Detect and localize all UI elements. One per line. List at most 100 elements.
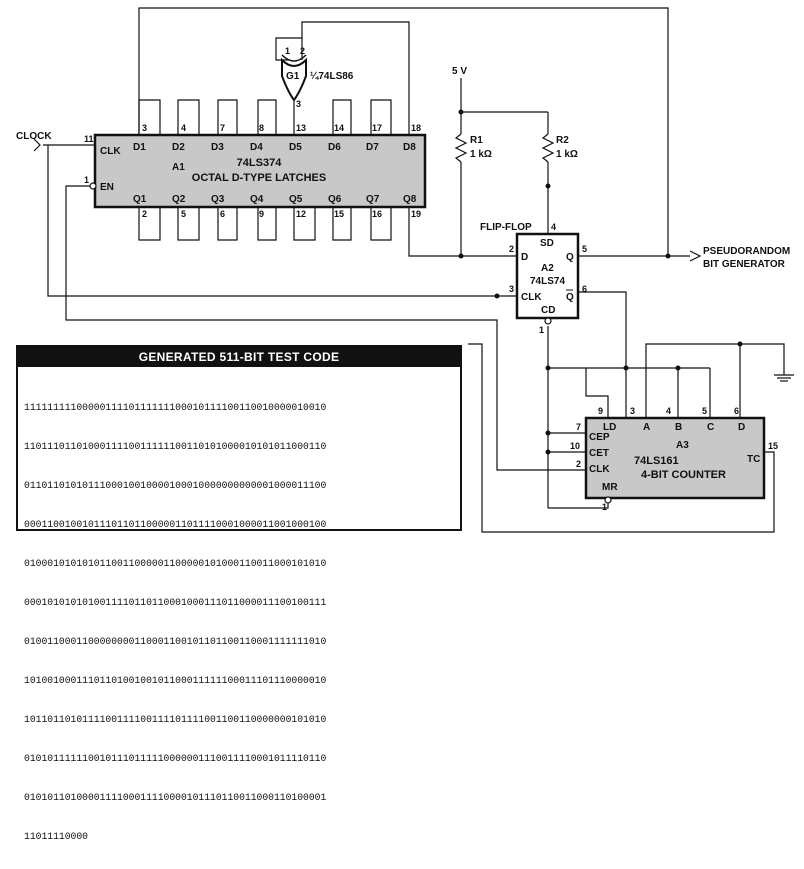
- latch-desc: OCTAL D-TYPE LATCHES: [192, 172, 326, 184]
- latch-d7: D7: [366, 142, 379, 153]
- ff-q-label: Q: [566, 252, 574, 263]
- latch-q7-pin: 16: [372, 209, 382, 219]
- xor-pin1: 1: [285, 46, 290, 56]
- ff-pin-qbar: 6: [582, 284, 587, 294]
- latch-d1: D1: [133, 142, 146, 153]
- ctr-pin-clk: 2: [576, 459, 581, 469]
- latch-q8: Q8: [403, 194, 417, 205]
- ctr-pin-c: 5: [702, 406, 707, 416]
- test-code-title: GENERATED 511-BIT TEST CODE: [18, 347, 460, 367]
- clock-label: CLOCK: [16, 131, 52, 142]
- ctr-pin-tc: 15: [768, 441, 778, 451]
- ff-d-label: D: [521, 252, 528, 263]
- latch-chip: 11 1 CLK EN A1 74LS374 OCTAL D-TYPE LATC…: [84, 123, 427, 219]
- latch-q1-pin: 2: [142, 209, 147, 219]
- junction-dots: [458, 109, 743, 455]
- test-code-panel: GENERATED 511-BIT TEST CODE 111111111000…: [16, 345, 462, 842]
- ctr-tc-label: TC: [747, 454, 760, 465]
- latch-part: 74LS374: [237, 157, 283, 169]
- ctr-ref: A3: [676, 440, 689, 451]
- ctr-pin-a: 3: [630, 406, 635, 416]
- latch-q4-pin: 9: [259, 209, 264, 219]
- ctr-a-label: A: [643, 422, 650, 433]
- latch-q5-pin: 12: [296, 209, 306, 219]
- xor-gate: G1 ¼74LS86 1 2 3: [281, 46, 354, 109]
- test-code-lines: 1111111110000011110111111100010111100110…: [18, 367, 460, 869]
- latch-q3: Q3: [211, 194, 225, 205]
- output-label-line1: PSEUDORANDOM: [703, 246, 790, 257]
- xor-part: ¼74LS86: [310, 71, 354, 82]
- latch-q3-pin: 6: [220, 209, 225, 219]
- xor-ref: G1: [286, 71, 300, 82]
- test-code-line: 0101011111100101110111110000001110011110…: [24, 753, 327, 764]
- xor-pin2: 2: [300, 46, 305, 56]
- r1-ref: R1: [470, 135, 483, 146]
- ff-clk-label: CLK: [521, 292, 542, 303]
- latch-clk-label: CLK: [100, 146, 121, 157]
- ff-pin-d: 2: [509, 244, 514, 254]
- flipflop-chip: FLIP-FLOP 4 2 5 3 6 1 SD D Q A2 74LS74 C…: [480, 222, 587, 335]
- ff-pin-q: 5: [582, 244, 587, 254]
- latch-d4: D4: [250, 142, 263, 153]
- ctr-c-label: C: [707, 422, 714, 433]
- ctr-pin-cet: 10: [570, 441, 580, 451]
- latch-d7-pin: 17: [372, 123, 382, 133]
- latch-d6-pin: 14: [334, 123, 344, 133]
- latch-d5: D5: [289, 142, 302, 153]
- counter-chip: 9 3 4 5 6 7 10 2 1 15 LD A B C D CEP CET…: [570, 406, 778, 512]
- ctr-pin-cep: 7: [576, 422, 581, 432]
- ff-ref: A2: [541, 263, 554, 274]
- test-code-line: 0100010101010110011000001100000101000110…: [24, 558, 327, 569]
- latch-q4: Q4: [250, 194, 264, 205]
- latch-q6-pin: 15: [334, 209, 344, 219]
- latch-d3-pin: 7: [220, 123, 225, 133]
- xor-pin3: 3: [296, 99, 301, 109]
- latch-q5: Q5: [289, 194, 303, 205]
- ctr-b-label: B: [675, 422, 682, 433]
- latch-d5-pin: 13: [296, 123, 306, 133]
- test-code-line: 0110110101011100010010000100010000000000…: [24, 480, 327, 491]
- latch-q6: Q6: [328, 194, 342, 205]
- test-code-line: 0100110001100000000110001100101101100110…: [24, 636, 327, 647]
- test-code-line: 1101110110100011110011111100110101000010…: [24, 441, 327, 452]
- r1-value: 1 kΩ: [470, 149, 492, 160]
- r2-value: 1 kΩ: [556, 149, 578, 160]
- ctr-clk-label: CLK: [589, 464, 610, 475]
- supply-label: 5 V: [452, 66, 467, 77]
- ctr-pin-mr: 1: [602, 502, 607, 512]
- pseudorandom-generator-schematic: 11 1 CLK EN A1 74LS374 OCTAL D-TYPE LATC…: [16, 7, 794, 533]
- ff-pin-cd: 1: [539, 325, 544, 335]
- latch-ref: A1: [172, 162, 185, 173]
- test-code-line: 0101011010000111100011110000101110110011…: [24, 792, 327, 803]
- latch-d1-pin: 3: [142, 123, 147, 133]
- latch-d2-pin: 4: [181, 123, 186, 133]
- flipflop-label: FLIP-FLOP: [480, 222, 532, 233]
- test-code-line: 1010010001110110100100101100011111100011…: [24, 675, 327, 686]
- latch-d6: D6: [328, 142, 341, 153]
- latch-q8-pin: 19: [411, 209, 421, 219]
- latch-en-label: EN: [100, 182, 114, 193]
- ff-sd-label: SD: [540, 238, 554, 249]
- ctr-desc: 4-BIT COUNTER: [641, 469, 726, 481]
- ctr-d-label: D: [738, 422, 745, 433]
- ff-pin-sd: 4: [551, 222, 556, 232]
- ctr-part: 74LS161: [634, 455, 679, 467]
- ctr-pin-ld: 9: [598, 406, 603, 416]
- latch-pin-clk: 11: [84, 134, 94, 144]
- ctr-cet-label: CET: [589, 448, 609, 459]
- latch-pin-en: 1: [84, 175, 89, 185]
- ff-cd-label: CD: [541, 305, 555, 316]
- test-code-line: 0001100100101110110110000011011110001000…: [24, 519, 327, 530]
- test-code-line: 11011110000: [24, 831, 88, 842]
- latch-q7: Q7: [366, 194, 380, 205]
- ctr-mr-label: MR: [602, 482, 618, 493]
- output-label-line2: BIT GENERATOR: [703, 259, 786, 270]
- ff-part: 74LS74: [530, 276, 565, 287]
- latch-q2: Q2: [172, 194, 186, 205]
- test-code-line: 1111111110000011110111111100010111100110…: [24, 402, 327, 413]
- latch-d3: D3: [211, 142, 224, 153]
- latch-d8: D8: [403, 142, 416, 153]
- latch-d8-pin: 18: [411, 123, 421, 133]
- latch-q1: Q1: [133, 194, 147, 205]
- latch-d2: D2: [172, 142, 185, 153]
